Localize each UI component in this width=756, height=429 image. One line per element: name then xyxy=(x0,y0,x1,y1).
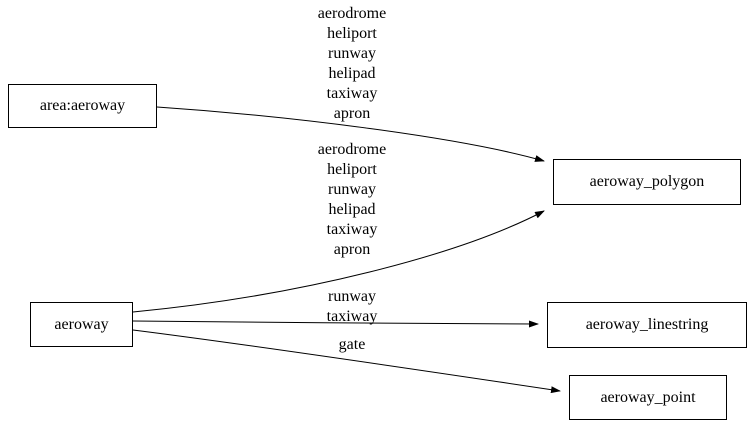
edge-label-aeroway-to-polygon: aerodrome heliport runway helipad taxiwa… xyxy=(317,141,387,258)
node-aeroway-label: aeroway xyxy=(54,315,109,333)
edge-aeroway-to-aeroway-point xyxy=(132,329,561,394)
edge-aeroway-to-aeroway-polygon xyxy=(132,210,545,313)
edge-aeroway-to-aeroway-linestring xyxy=(132,320,539,328)
node-aeroway-point: aeroway_point xyxy=(569,375,727,420)
node-aeroway: aeroway xyxy=(30,302,133,347)
edge-label-aeroway-to-point: gate xyxy=(338,336,366,353)
node-aeroway-point-label: aeroway_point xyxy=(600,388,696,406)
node-aeroway-linestring: aeroway_linestring xyxy=(547,302,747,348)
node-area-aeroway-label: area:aeroway xyxy=(39,97,126,114)
node-aeroway-polygon: aeroway_polygon xyxy=(553,159,741,205)
edge-label-area-aeroway-to-polygon: aerodrome heliport runway helipad taxiwa… xyxy=(317,5,387,122)
node-aeroway-polygon-label: aeroway_polygon xyxy=(589,173,705,190)
edge-area-aeroway-to-aeroway-polygon xyxy=(156,106,545,162)
node-aeroway-linestring-label: aeroway_linestring xyxy=(585,316,709,333)
edge-label-aeroway-to-linestring: runway taxiway xyxy=(326,288,378,325)
node-area-aeroway: area:aeroway xyxy=(8,84,157,128)
